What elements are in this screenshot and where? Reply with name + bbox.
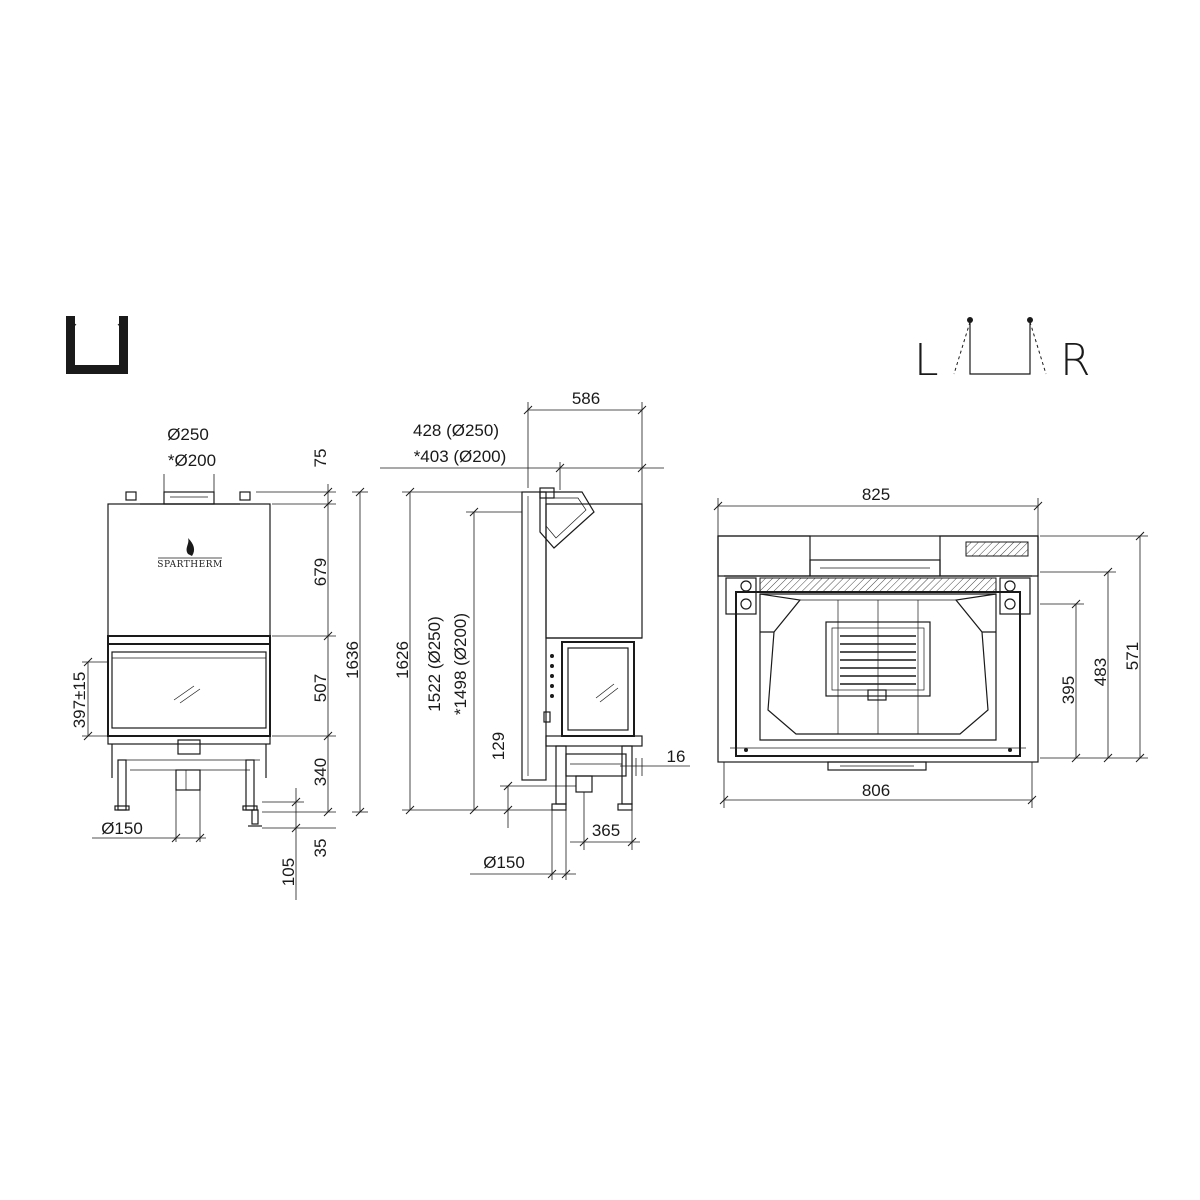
- orientation-icon: L R: [914, 317, 1091, 386]
- front-dim-foot-total: 105: [279, 858, 298, 886]
- top-dim-width-top: 825: [862, 485, 890, 504]
- front-dim-inlet: Ø150: [101, 819, 143, 838]
- front-dim-upper: 679: [311, 558, 330, 586]
- side-flue-height-1: 1522 (Ø250): [425, 616, 444, 711]
- side-dim-inlet-height: 129: [489, 732, 508, 760]
- top-dimensions: 825 806 395 483: [713, 485, 1148, 808]
- top-view: [717, 535, 1039, 771]
- front-flue-200: *Ø200: [168, 451, 216, 470]
- front-dim-window: 507: [311, 674, 330, 702]
- side-flue-height-2: *1498 (Ø200): [451, 613, 470, 715]
- front-dim-top: 75: [311, 449, 330, 468]
- side-dim-inlet-offset: 365: [592, 821, 620, 840]
- front-view: SPARTHERM: [107, 491, 271, 827]
- top-dim-d2: 483: [1091, 658, 1110, 686]
- top-dim-d1: 395: [1059, 676, 1078, 704]
- side-flue-offset-2: *403 (Ø200): [414, 447, 507, 466]
- side-dimensions: 586 428 (Ø250) *403 (Ø200) 1626 1522 (Ø2…: [380, 389, 690, 880]
- side-dim-inlet: Ø150: [483, 853, 525, 872]
- front-dim-total: 1636: [343, 641, 362, 679]
- top-dim-d3: 571: [1123, 642, 1142, 670]
- brand-name: SPARTHERM: [157, 560, 222, 570]
- side-dim-total: 1626: [393, 641, 412, 679]
- side-flue-offset-1: 428 (Ø250): [413, 421, 499, 440]
- front-dim-base: 340: [311, 758, 330, 786]
- side-dim-glass: 16: [667, 747, 686, 766]
- spartherm-logo: SPARTHERM: [157, 538, 222, 570]
- front-dimensions: Ø250 *Ø200 75 679 507 340 35 16: [70, 425, 368, 900]
- left-label: L: [914, 335, 939, 386]
- side-view: [521, 487, 643, 811]
- front-flue-250: Ø250: [167, 425, 209, 444]
- front-dim-foot: 35: [311, 839, 330, 858]
- side-dim-depth: 586: [572, 389, 600, 408]
- front-dim-side: 397±15: [70, 672, 89, 729]
- right-label: R: [1060, 335, 1091, 386]
- top-dim-width-bottom: 806: [862, 781, 890, 800]
- firebox-type-icon: [66, 316, 128, 374]
